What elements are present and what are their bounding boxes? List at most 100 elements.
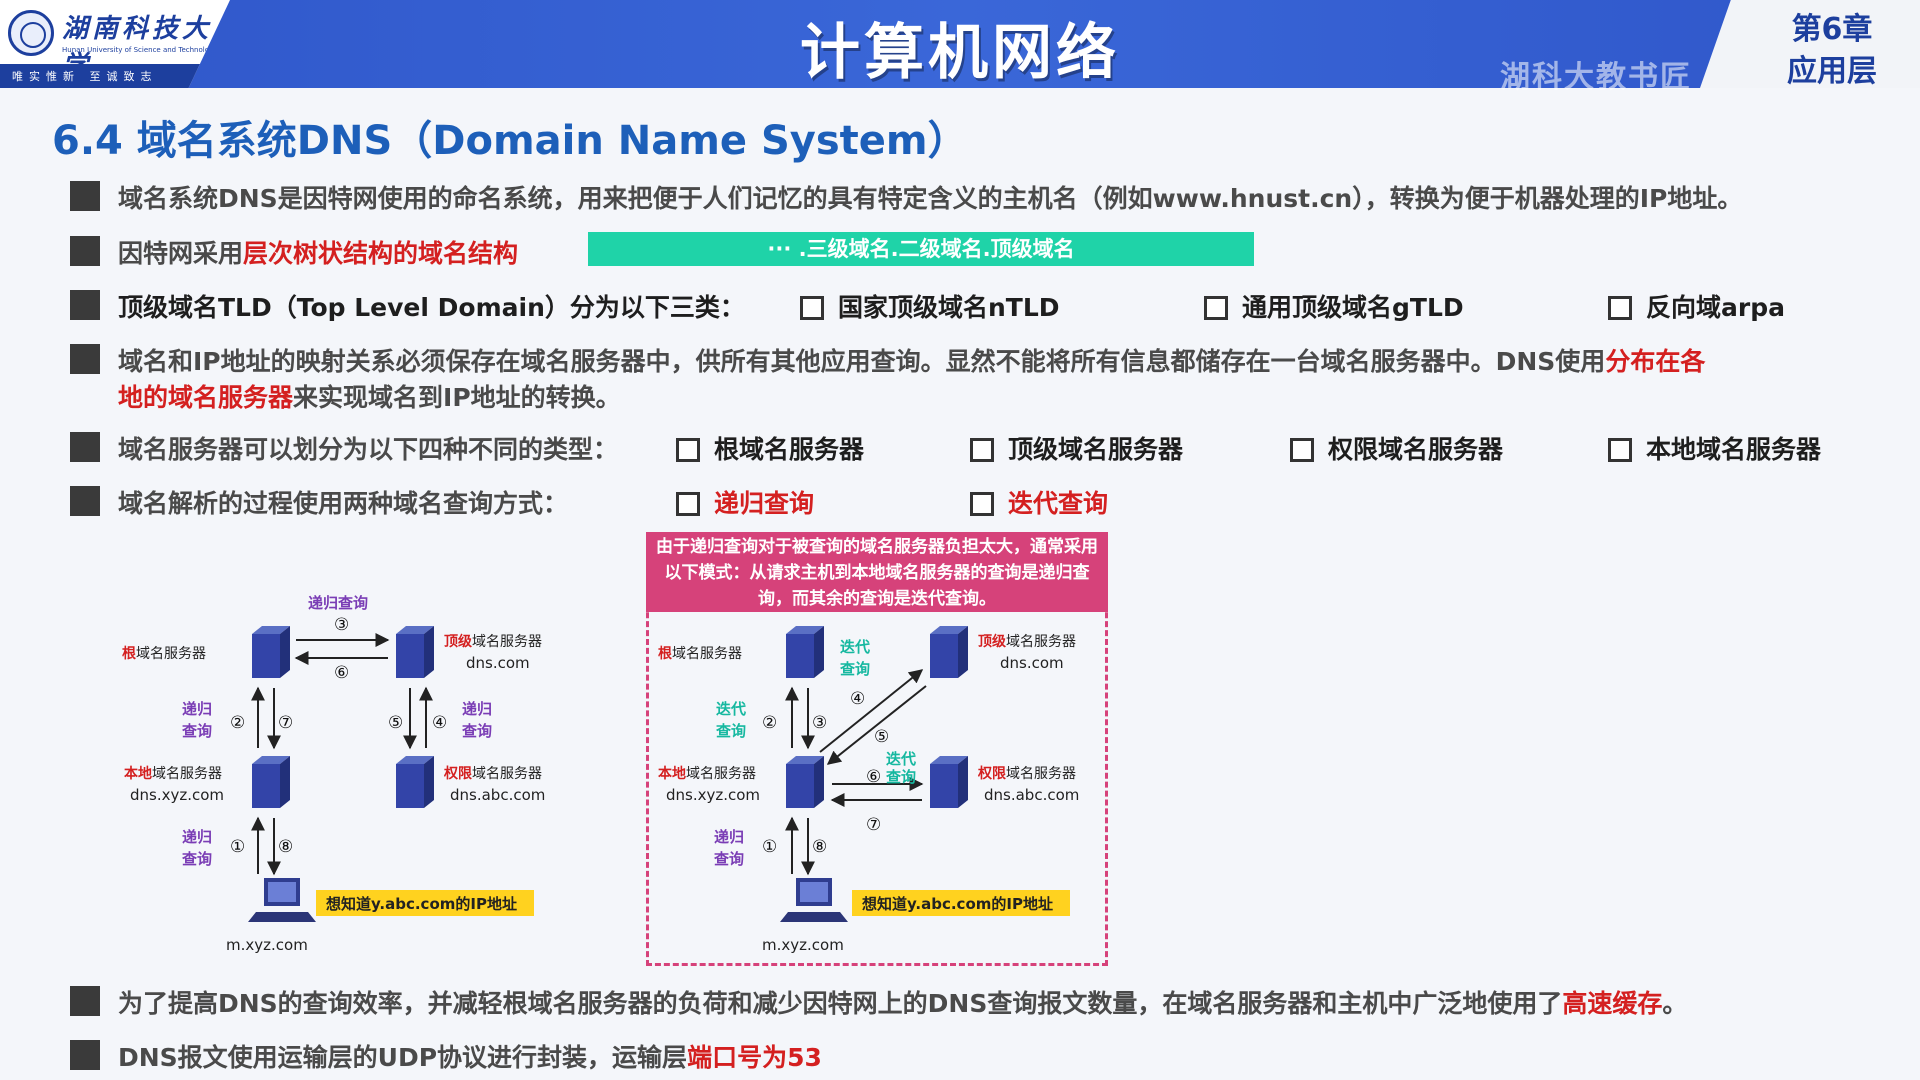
iterative-label: 迭代 xyxy=(716,700,746,718)
bullet-square-icon xyxy=(70,432,100,462)
iterative-note: 由于递归查询对于被查询的域名服务器负担太大，通常采用以下模式：从请求主机到本地域… xyxy=(646,532,1108,612)
bullet-udp-port: DNS报文使用运输层的UDP协议进行封装，运输层端口号为53 xyxy=(118,1038,822,1074)
step-3: ③ xyxy=(334,615,349,635)
checkbox-icon[interactable] xyxy=(676,438,700,462)
query-note-bg xyxy=(316,890,534,916)
watermark: 湖科大教书匠 xyxy=(1500,60,1692,95)
local-server-label: 本地域名服务器 xyxy=(124,765,222,782)
bullet-mapping-line2: 地的域名服务器来实现域名到IP地址的转换。 xyxy=(118,378,621,414)
recursive-label: 递归 xyxy=(714,828,744,846)
course-title: 计算机网络 xyxy=(800,18,1120,88)
option-authoritative-server[interactable]: 权限域名服务器 xyxy=(1290,430,1503,466)
cache-highlight: 高速缓存 xyxy=(1562,989,1663,1018)
root-server-label: 根域名服务器 xyxy=(122,645,206,662)
checkbox-icon[interactable] xyxy=(970,438,994,462)
udp-port-highlight: 端口号为53 xyxy=(687,1043,822,1072)
auth-server-label: 权限域名服务器 xyxy=(443,765,542,782)
query-note-bg xyxy=(852,890,1070,916)
mapping-text-cont: 来实现域名到IP地址的转换。 xyxy=(293,383,621,412)
host-pc-icon xyxy=(248,878,316,922)
chapter-number: 第6章 xyxy=(1791,12,1873,47)
recursive-diagram: 递归查询 ③ ⑥ ② ⑦ ⑤ ④ ① ⑧ 递归 查询 递归 查询 递归 查询 根… xyxy=(122,594,545,954)
option-tld-label: 顶级域名服务器 xyxy=(1008,435,1184,464)
recursive-label: 查询 xyxy=(182,722,212,740)
checkbox-icon[interactable] xyxy=(676,492,700,516)
option-ntld[interactable]: 国家顶级域名nTLD xyxy=(800,288,1060,324)
step-7: ⑦ xyxy=(866,815,881,835)
auth-server-icon xyxy=(930,756,968,808)
option-recursive[interactable]: 递归查询 xyxy=(676,484,814,520)
iterative-diagram: ② ③ ④ ⑤ ⑥ ⑦ ① ⑧ 迭代 查询 迭代 查询 迭代 查询 递归 查询 … xyxy=(658,626,1079,954)
section-title: 6.4 域名系统DNS（Domain Name System） xyxy=(52,118,968,164)
option-arpa-label: 反向域arpa xyxy=(1646,293,1785,322)
iterative-label: 查询 xyxy=(840,660,870,678)
recursive-label: 查询 xyxy=(462,722,492,740)
recursive-label: 递归 xyxy=(462,700,492,718)
university-seal-icon xyxy=(8,10,54,56)
domain-level-bar: ··· .三级域名.二级域名.顶级域名 xyxy=(588,232,1254,266)
bullet-mapping-line1: 域名和IP地址的映射关系必须保存在域名服务器中，供所有其他应用查询。显然不能将所… xyxy=(118,342,1705,378)
top-server-label: 顶级域名服务器 xyxy=(978,633,1076,650)
bullet-query-methods: 域名解析的过程使用两种域名查询方式： xyxy=(118,489,569,518)
checkbox-icon[interactable] xyxy=(1204,296,1228,320)
host-pc-icon xyxy=(780,878,848,922)
domain-structure-highlight: 层次树状结构的域名结构 xyxy=(243,239,519,268)
bullet-square-icon xyxy=(70,1040,100,1070)
bullet-dns-definition: 域名系统DNS是因特网使用的命名系统，用来把便于人们记忆的具有特定含义的主机名（… xyxy=(118,184,1743,213)
local-server-domain: dns.xyz.com xyxy=(666,786,760,804)
option-gtld[interactable]: 通用顶级域名gTLD xyxy=(1204,288,1464,324)
checkbox-icon[interactable] xyxy=(800,296,824,320)
option-arpa[interactable]: 反向域arpa xyxy=(1608,288,1785,324)
option-local-server[interactable]: 本地域名服务器 xyxy=(1608,430,1821,466)
top-server-domain: dns.com xyxy=(1000,654,1064,672)
root-server-icon xyxy=(786,626,824,678)
step-1: ① xyxy=(230,837,245,857)
checkbox-icon[interactable] xyxy=(970,492,994,516)
option-iterative[interactable]: 迭代查询 xyxy=(970,484,1108,520)
option-recursive-label: 递归查询 xyxy=(714,489,815,518)
local-server-label: 本地域名服务器 xyxy=(658,765,756,782)
auth-server-label: 权限域名服务器 xyxy=(977,765,1076,782)
recursive-label: 递归 xyxy=(182,828,212,846)
checkbox-icon[interactable] xyxy=(1290,438,1314,462)
bullet-square-icon xyxy=(70,986,100,1016)
query-note: 想知道y.abc.com的IP地址 xyxy=(325,895,517,913)
step-7: ⑦ xyxy=(278,713,293,733)
step-2: ② xyxy=(230,713,245,733)
bullet-square-icon xyxy=(70,486,100,516)
bullet-domain-structure: 因特网采用层次树状结构的域名结构 xyxy=(118,234,518,270)
step-6: ⑥ xyxy=(334,663,349,683)
auth-server-domain: dns.abc.com xyxy=(984,786,1079,804)
mapping-highlight-cont: 地的域名服务器 xyxy=(118,383,294,412)
step-4: ④ xyxy=(850,689,865,709)
root-server-icon xyxy=(252,626,290,678)
iterative-label: 查询 xyxy=(886,768,916,786)
bullet-tld-types: 顶级域名TLD（Top Level Domain）分为以下三类： xyxy=(118,293,745,322)
recursive-label-top: 递归查询 xyxy=(308,594,368,612)
mapping-highlight: 分布在各 xyxy=(1605,347,1706,376)
local-server-icon xyxy=(786,756,824,808)
logo-english-name: Hunan University of Science and Technolo… xyxy=(62,46,218,54)
option-iterative-label: 迭代查询 xyxy=(1008,489,1109,518)
recursive-label: 查询 xyxy=(714,850,744,868)
bullet-square-icon xyxy=(70,236,100,266)
step-2: ② xyxy=(762,713,777,733)
university-logo: 湖南科技大学 Hunan University of Science and T… xyxy=(0,0,230,88)
host-label: m.xyz.com xyxy=(226,936,308,954)
checkbox-icon[interactable] xyxy=(1608,296,1632,320)
step-8: ⑧ xyxy=(812,837,827,857)
logo-strip xyxy=(0,64,215,88)
recursive-label: 递归 xyxy=(182,700,212,718)
cache-text: 为了提高DNS的查询效率，并减轻根域名服务器的负荷和减少因特网上的DNS查询报文… xyxy=(118,989,1563,1018)
option-root-server[interactable]: 根域名服务器 xyxy=(676,430,864,466)
domain-structure-prefix: 因特网采用 xyxy=(118,239,244,268)
root-server-label: 根域名服务器 xyxy=(658,645,742,662)
top-server-icon xyxy=(930,626,968,678)
query-note: 想知道y.abc.com的IP地址 xyxy=(861,895,1053,913)
udp-text: DNS报文使用运输层的UDP协议进行封装，运输层 xyxy=(118,1043,688,1072)
option-tld-server[interactable]: 顶级域名服务器 xyxy=(970,430,1183,466)
checkbox-icon[interactable] xyxy=(1608,438,1632,462)
step-8: ⑧ xyxy=(278,837,293,857)
local-server-domain: dns.xyz.com xyxy=(130,786,224,804)
